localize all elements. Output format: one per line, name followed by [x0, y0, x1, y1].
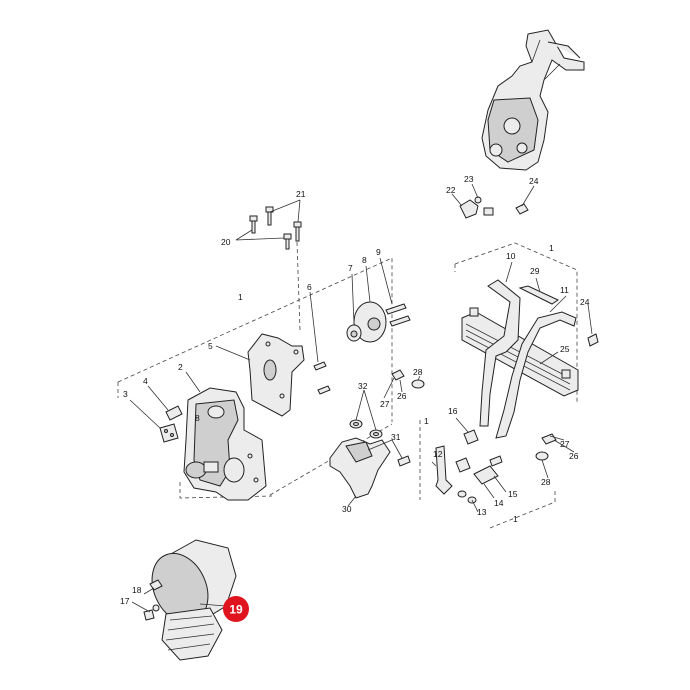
callout-26: 26: [397, 391, 407, 401]
fittings-top: [451, 183, 599, 347]
mounting-bracket: [215, 333, 305, 417]
assembly-frame-cooler: [454, 242, 578, 402]
parts-3-4: [129, 385, 183, 443]
callout-23: 23: [464, 174, 474, 184]
callout-14: 14: [494, 498, 504, 508]
callout-22: 22: [446, 185, 456, 195]
callout-3: 3: [123, 389, 128, 399]
callout-27: 27: [560, 439, 570, 449]
callout-24: 24: [580, 297, 590, 307]
callout-28: 28: [541, 477, 551, 487]
callout-27: 27: [380, 399, 390, 409]
fittings-bottom: [431, 417, 507, 513]
callout-1: 1: [513, 514, 518, 524]
callout-11: 11: [560, 285, 569, 295]
tractor-overview-illustration: [481, 29, 585, 171]
highlight-marker: [223, 596, 249, 622]
callout-labels: 1 1 1 1 2 3 4 5 6 7 8 8 9 10 11 12 13 14…: [120, 174, 590, 606]
callout-4: 4: [143, 376, 148, 386]
callout-10: 10: [506, 251, 516, 261]
highlight-label: 19: [229, 603, 243, 617]
callout-1: 1: [424, 416, 429, 426]
callout-12: 12: [433, 449, 443, 459]
callout-25: 25: [560, 344, 570, 354]
cover-plate: [329, 437, 391, 507]
flange-assembly: [346, 257, 411, 343]
callout-5: 5: [208, 341, 213, 351]
seals-32: [349, 389, 411, 467]
hoses: [479, 261, 577, 439]
highlighted-callout-19: 19: [223, 596, 249, 622]
callout-30: 30: [342, 504, 352, 514]
bolts-20-21: [235, 199, 302, 331]
callout-9: 9: [376, 247, 381, 257]
callout-18: 18: [132, 585, 142, 595]
callout-8: 8: [195, 413, 200, 423]
callout-31: 31: [391, 432, 401, 442]
pto-shield: [131, 539, 237, 661]
callout-8: 8: [362, 255, 367, 265]
screws-6: [309, 291, 331, 395]
callout-29: 29: [530, 266, 540, 276]
callout-26: 26: [569, 451, 579, 461]
callout-32: 32: [358, 381, 368, 391]
callout-6: 6: [307, 282, 312, 292]
callout-28: 28: [413, 367, 423, 377]
callout-15: 15: [508, 489, 518, 499]
callout-7: 7: [348, 263, 353, 273]
callout-1: 1: [238, 292, 243, 302]
callout-1: 1: [549, 243, 554, 253]
callout-2: 2: [178, 362, 183, 372]
fittings-side: [383, 369, 575, 479]
callout-20: 20: [221, 237, 231, 247]
gearbox-housing: [183, 371, 267, 501]
callout-17: 17: [120, 596, 130, 606]
assembly-frame-fittings: [419, 420, 556, 529]
callout-21: 21: [296, 189, 306, 199]
callout-24: 24: [529, 176, 539, 186]
callout-16: 16: [448, 406, 458, 416]
callout-13: 13: [477, 507, 487, 517]
